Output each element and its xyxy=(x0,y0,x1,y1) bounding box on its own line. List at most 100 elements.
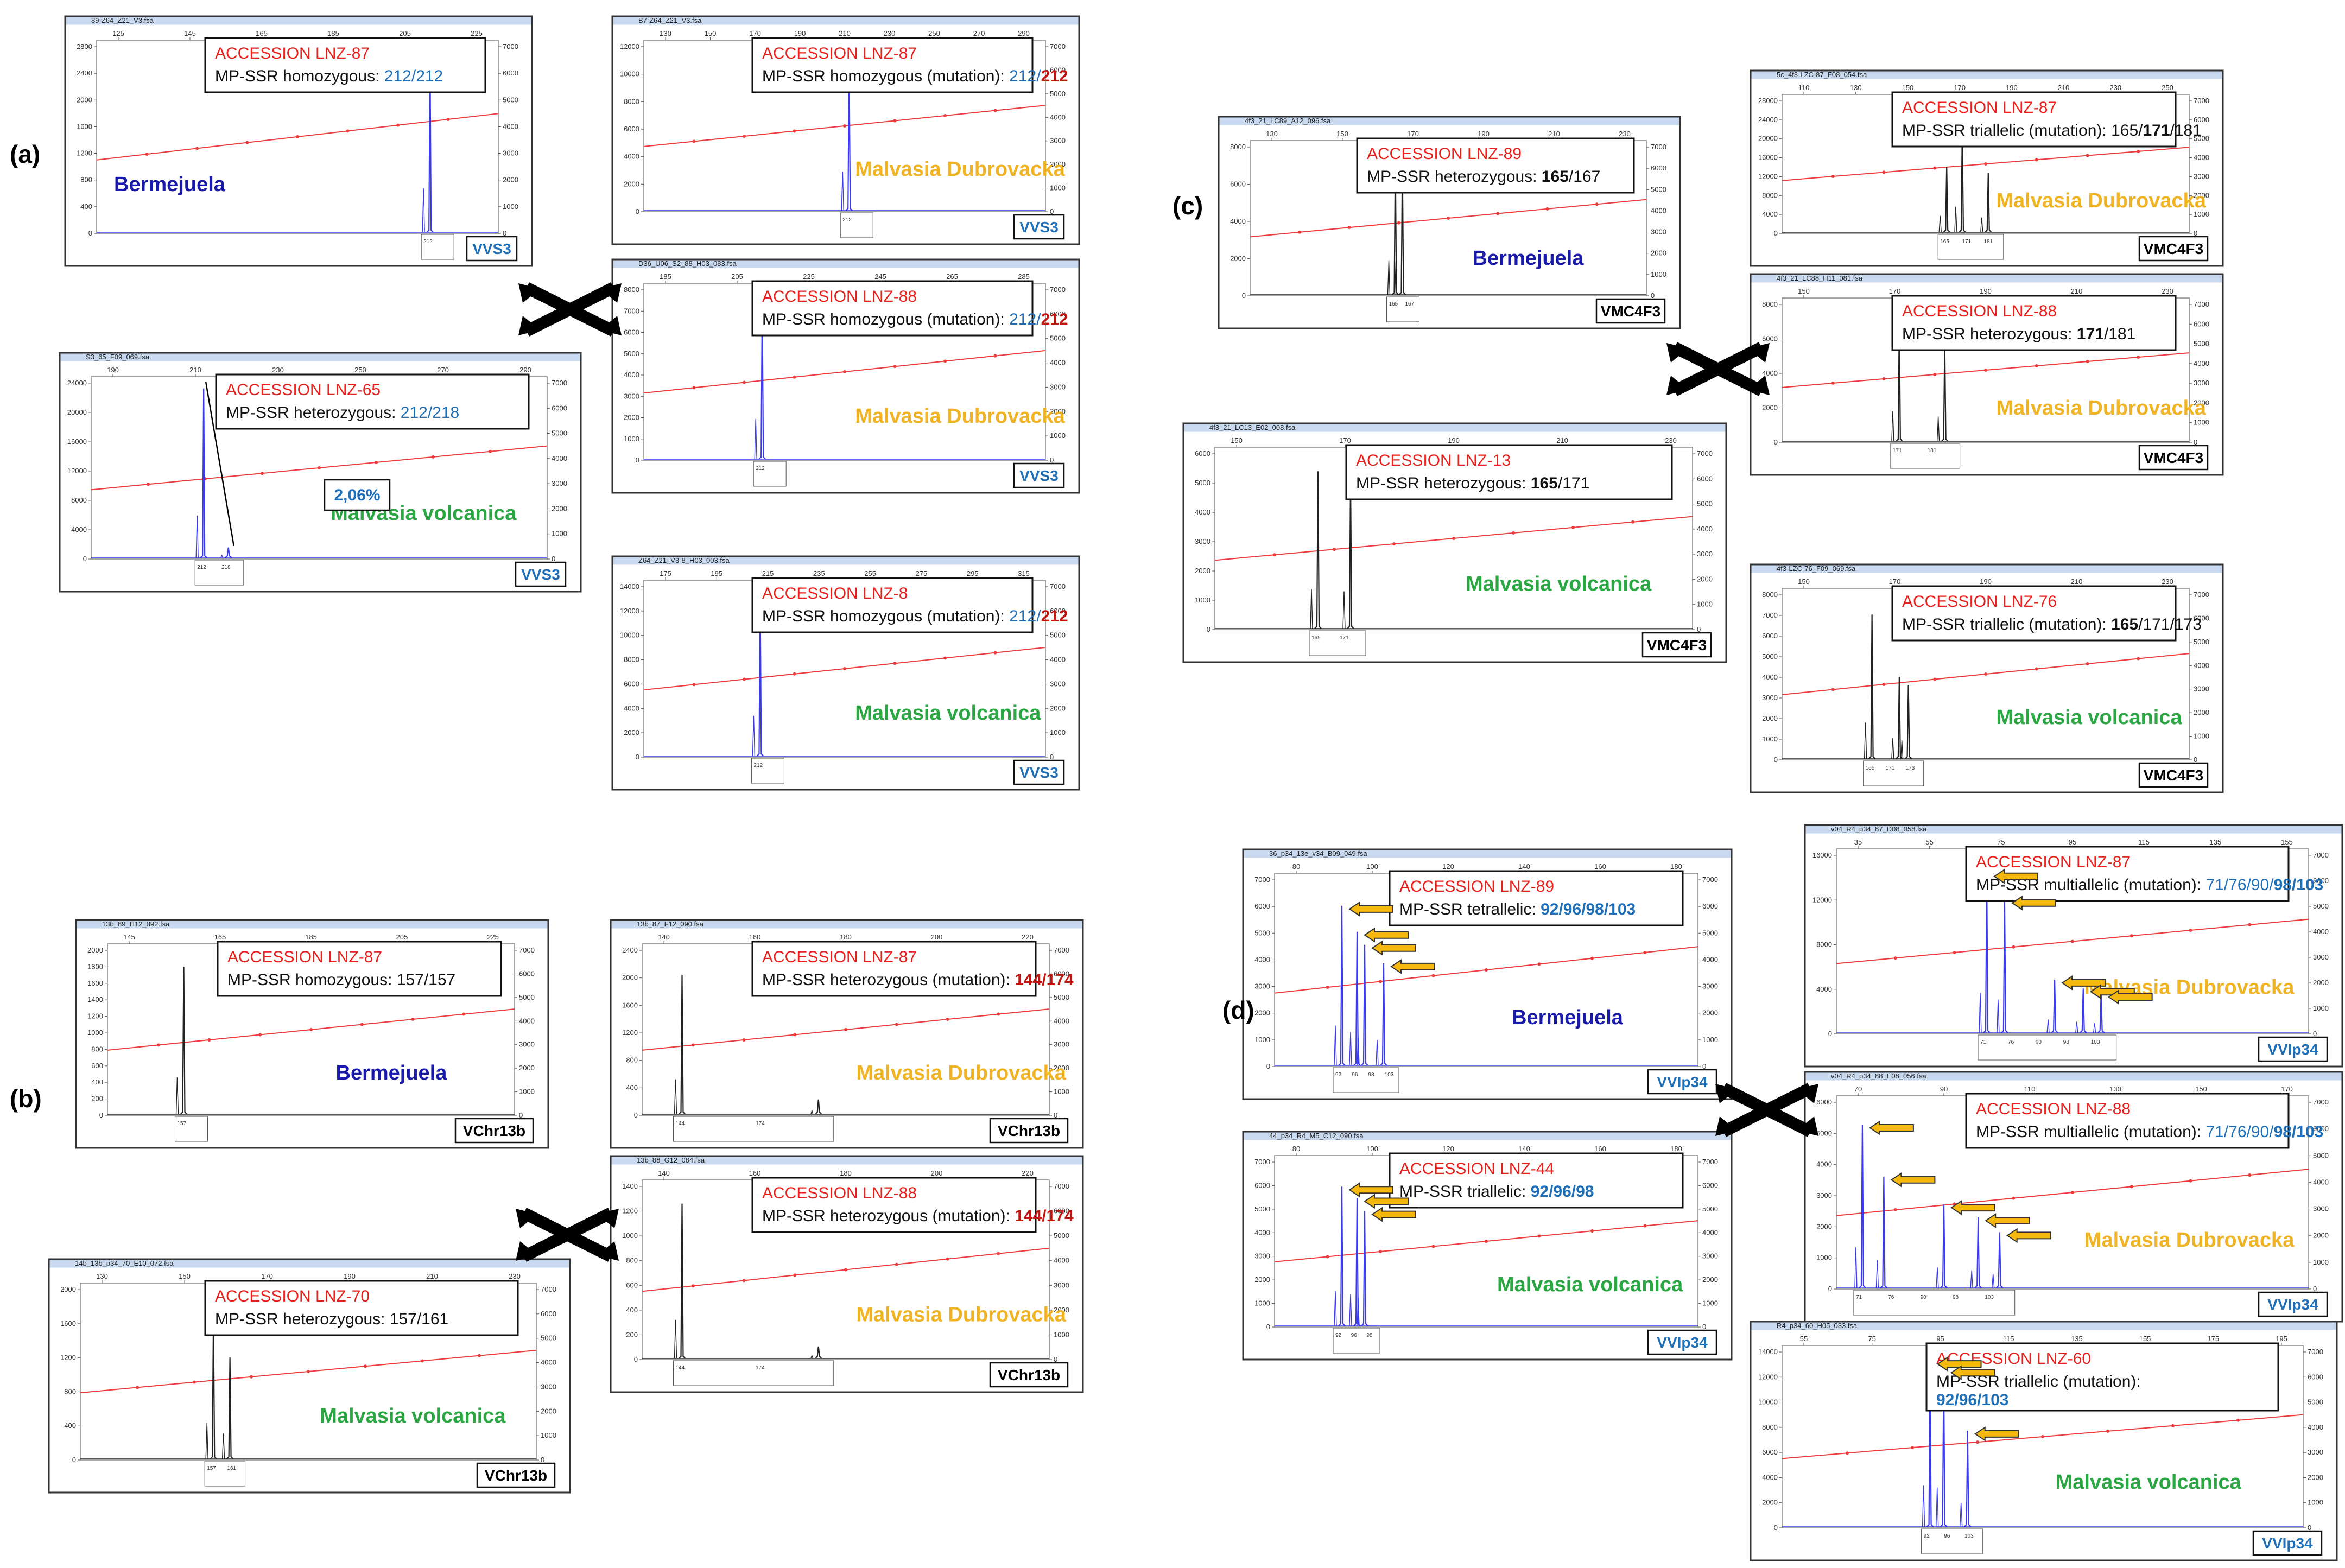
y-left-tick-label: 800 xyxy=(626,1056,638,1064)
x-tick-label: 210 xyxy=(1556,436,1568,445)
accession-label: ACCESSION LNZ-89 xyxy=(1367,145,1522,163)
window-titlebar xyxy=(1751,275,2222,283)
stutter-peak xyxy=(1936,416,1940,442)
y-left-tick-label: 4000 xyxy=(624,153,639,161)
y-left-tick-label: 7000 xyxy=(1762,611,1778,619)
cultivar-label: Malvasia volcanica xyxy=(1497,1273,1683,1296)
y-left-tick-label: 4000 xyxy=(1762,1473,1778,1481)
mp-ssr-prefix: MP-SSR homozygous: xyxy=(215,67,384,85)
x-tick-label: 80 xyxy=(1292,1145,1300,1153)
x-tick-label: 250 xyxy=(928,29,940,37)
y-left-tick-label: 400 xyxy=(626,1306,638,1314)
x-tick-label: 155 xyxy=(2139,1335,2151,1343)
mp-ssr-label: MP-SSR homozygous: 157/157 xyxy=(227,971,455,989)
marker-label: VVS3 xyxy=(1019,219,1059,236)
x-tick-label: 140 xyxy=(1518,1145,1530,1153)
x-tick-label: 230 xyxy=(272,366,284,374)
size-standard-point xyxy=(997,1012,1000,1016)
percent-label: 2,06% xyxy=(334,486,380,504)
peak-144 xyxy=(678,975,686,1115)
size-standard-point xyxy=(195,147,199,150)
x-tick-label: 190 xyxy=(344,1272,356,1280)
accession-label: ACCESSION LNZ-65 xyxy=(226,381,381,399)
peak-info-label: 103 xyxy=(1985,1294,1994,1300)
mp-ssr-label: MP-SSR heterozygous: 165/171 xyxy=(1356,474,1589,492)
y-right-tick-label: 0 xyxy=(2194,756,2197,764)
y-right-tick-label: 3000 xyxy=(1651,228,1666,236)
peak-info-label: 71 xyxy=(1980,1039,1987,1045)
percent-arrow xyxy=(205,382,235,547)
marker-box xyxy=(2258,1036,2328,1062)
peak-info-label: 90 xyxy=(2036,1039,2042,1045)
x-tick-label: 150 xyxy=(1798,287,1810,295)
y-right-tick-label: 1000 xyxy=(2194,732,2209,740)
peak-arrow-icon xyxy=(1869,1120,1914,1135)
allele-value: 98/103 xyxy=(2274,876,2324,894)
y-right-tick-label: 6000 xyxy=(503,69,518,77)
mp-ssr-prefix: MP-SSR homozygous (mutation): xyxy=(762,607,1009,625)
size-standard-point xyxy=(793,672,796,676)
allele-value: 98/103 xyxy=(2274,1123,2324,1141)
size-standard-point xyxy=(1496,212,1500,215)
y-right-tick-label: 1000 xyxy=(541,1431,556,1439)
peak-98 xyxy=(1361,944,1368,1066)
window-title: 89-Z64_Z21_V3.fsa xyxy=(91,16,154,24)
stutter-peak xyxy=(1922,1485,1925,1527)
mp-ssr-label: MP-SSR multiallelic (mutation): 71/76/90… xyxy=(1976,1123,2323,1141)
connector-arrowhead-icon xyxy=(518,316,540,335)
marker-label: VVIp34 xyxy=(2267,1041,2318,1058)
y-left-tick-label: 2000 xyxy=(1816,1222,1832,1230)
y-right-tick-label: 0 xyxy=(2313,1285,2317,1293)
peak-90 xyxy=(2051,979,2058,1033)
x-tick-label: 170 xyxy=(1339,436,1351,445)
y-left-tick-label: 4000 xyxy=(624,704,639,712)
peak-info-box xyxy=(1309,630,1366,656)
size-standard-point xyxy=(2071,1191,2074,1194)
y-left-tick-label: 4000 xyxy=(1762,673,1778,681)
y-right-tick-label: 7000 xyxy=(1702,1158,1718,1166)
y-right-tick-label: 2000 xyxy=(1702,1009,1718,1017)
window-titlebar xyxy=(1751,71,2222,79)
peak-arrow-icon xyxy=(1950,1200,1995,1215)
x-tick-label: 205 xyxy=(731,272,743,281)
size-standard-point xyxy=(147,483,150,486)
stutter-peak xyxy=(1954,206,1957,233)
x-tick-label: 150 xyxy=(179,1272,191,1280)
cultivar-label: Bermejuela xyxy=(336,1062,448,1084)
size-standard-point xyxy=(2189,929,2192,932)
size-standard-point xyxy=(844,1028,847,1031)
y-right-tick-label: 3000 xyxy=(1702,1252,1718,1260)
y-right-tick-label: 1000 xyxy=(2313,1004,2329,1012)
mp-ssr-label: MP-SSR heterozygous: 157/161 xyxy=(215,1310,448,1328)
peak-arrow-icon xyxy=(1936,1356,1982,1372)
y-left-tick-label: 8000 xyxy=(1762,1423,1778,1431)
peak-info-box xyxy=(421,234,454,260)
y-left-tick-label: 800 xyxy=(626,1256,638,1265)
peak-info-label: 174 xyxy=(756,1365,765,1371)
y-right-tick-label: 6000 xyxy=(1054,969,1069,977)
peak-info-box xyxy=(1863,760,1924,786)
peak-info-label: 212 xyxy=(756,466,765,472)
accession-box xyxy=(751,280,1034,337)
size-standard-point xyxy=(793,1273,797,1277)
y-right-tick-label: 6000 xyxy=(2194,614,2209,622)
cultivar-label: Malvasia Dubrovacka xyxy=(856,1062,1066,1084)
size-standard-point xyxy=(1911,1446,1914,1450)
x-tick-label: 315 xyxy=(1018,569,1030,577)
x-tick-label: 285 xyxy=(1018,272,1030,281)
y-left-tick-label: 8000 xyxy=(1762,191,1778,199)
size-standard-point xyxy=(743,134,746,138)
allele-value: 165/ xyxy=(2111,122,2143,139)
x-tick-label: 295 xyxy=(967,569,979,577)
marker-box xyxy=(515,561,567,587)
y-left-tick-label: 400 xyxy=(91,1078,103,1086)
window-title: B7-Z64_Z21_V3.fsa xyxy=(638,16,702,24)
size-standard-point xyxy=(1298,230,1302,234)
y-right-tick-label: 1000 xyxy=(1050,728,1066,737)
y-left-tick-label: 8000 xyxy=(1762,591,1778,599)
size-standard-point xyxy=(2248,923,2252,926)
y-left-tick-label: 2000 xyxy=(77,96,92,104)
y-left-tick-label: 0 xyxy=(1266,1323,1270,1331)
